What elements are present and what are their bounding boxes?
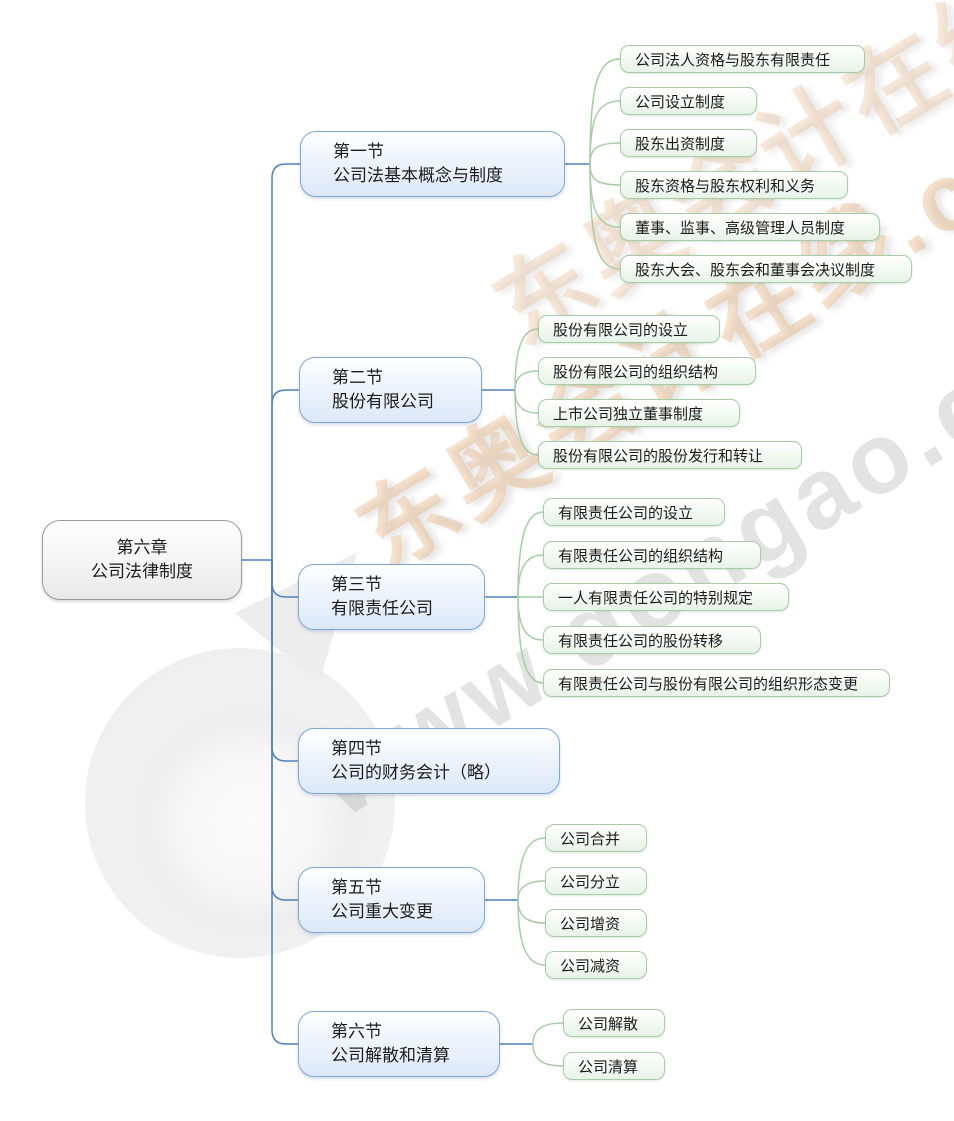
section-title-line2: 公司解散和清算 xyxy=(331,1046,450,1065)
section-node-3[interactable]: 第三节 有限责任公司 xyxy=(298,564,485,630)
section-node-1[interactable]: 第一节 公司法基本概念与制度 xyxy=(300,131,565,197)
leaf-label: 有限责任公司的组织结构 xyxy=(558,547,724,565)
leaf-node[interactable]: 公司减资 xyxy=(545,951,647,979)
section-node-2[interactable]: 第二节 股份有限公司 xyxy=(299,357,482,423)
leaf-node[interactable]: 公司法人资格与股东有限责任 xyxy=(620,45,865,73)
leaf-node[interactable]: 公司增资 xyxy=(545,909,647,937)
leaf-node[interactable]: 股东资格与股东权利和义务 xyxy=(620,171,848,199)
root-title-line1: 第六章 xyxy=(116,538,168,558)
leaf-label: 公司增资 xyxy=(560,915,621,933)
section-node-5[interactable]: 第五节 公司重大变更 xyxy=(298,867,485,933)
leaf-node[interactable]: 股东出资制度 xyxy=(620,129,757,157)
leaf-node[interactable]: 董事、监事、高级管理人员制度 xyxy=(620,213,880,241)
green-leaf-lines xyxy=(514,58,621,1067)
leaf-label: 上市公司独立董事制度 xyxy=(553,405,704,423)
section-title-line1: 第四节 xyxy=(331,739,382,759)
leaf-node[interactable]: 股份有限公司的设立 xyxy=(538,315,720,343)
root-node-chapter[interactable]: 第六章 公司法律制度 xyxy=(42,520,242,600)
leaf-label: 股份有限公司的股份发行和转让 xyxy=(553,447,764,465)
section-title-line1: 第三节 xyxy=(331,575,382,595)
leaf-label: 公司法人资格与股东有限责任 xyxy=(635,51,831,69)
section-title-line1: 第二节 xyxy=(332,368,383,388)
leaf-node[interactable]: 有限责任公司的股份转移 xyxy=(543,626,761,654)
section-title-line2: 股份有限公司 xyxy=(332,392,434,411)
leaf-label: 公司清算 xyxy=(578,1058,639,1076)
root-title-line2: 公司法律制度 xyxy=(91,562,193,581)
leaf-node[interactable]: 公司合并 xyxy=(545,824,647,852)
leaf-node[interactable]: 股份有限公司的股份发行和转让 xyxy=(538,441,802,469)
leaf-label: 有限责任公司的设立 xyxy=(558,504,694,522)
leaf-label: 董事、监事、高级管理人员制度 xyxy=(635,219,846,237)
section-title-line1: 第六节 xyxy=(331,1022,382,1042)
section-title-line1: 第一节 xyxy=(333,142,384,162)
section-node-6[interactable]: 第六节 公司解散和清算 xyxy=(298,1011,500,1077)
leaf-label: 公司合并 xyxy=(560,830,621,848)
leaf-label: 股东资格与股东权利和义务 xyxy=(635,177,816,195)
leaf-label: 股东大会、股东会和董事会决议制度 xyxy=(635,261,876,279)
leaf-label: 公司解散 xyxy=(578,1015,639,1033)
section-title-line1: 第五节 xyxy=(331,878,382,898)
leaf-label: 股东出资制度 xyxy=(635,135,726,153)
leaf-node[interactable]: 公司设立制度 xyxy=(620,87,757,115)
section-title-line2: 公司法基本概念与制度 xyxy=(333,166,503,185)
leaf-node[interactable]: 公司清算 xyxy=(563,1052,665,1080)
leaf-node[interactable]: 有限责任公司与股份有限公司的组织形态变更 xyxy=(543,669,890,697)
section-node-4[interactable]: 第四节 公司的财务会计（略） xyxy=(298,728,560,794)
leaf-label: 股份有限公司的组织结构 xyxy=(553,363,719,381)
leaf-label: 公司设立制度 xyxy=(635,93,726,111)
section-title-line2: 公司的财务会计（略） xyxy=(331,763,501,782)
leaf-node[interactable]: 有限责任公司的组织结构 xyxy=(543,541,761,569)
leaf-node[interactable]: 股东大会、股东会和董事会决议制度 xyxy=(620,255,912,283)
leaf-label: 有限责任公司与股份有限公司的组织形态变更 xyxy=(558,675,859,693)
leaf-label: 公司减资 xyxy=(560,957,621,975)
leaf-node[interactable]: 上市公司独立董事制度 xyxy=(538,399,740,427)
section-title-line2: 公司重大变更 xyxy=(331,902,433,921)
leaf-node[interactable]: 公司解散 xyxy=(563,1009,665,1037)
leaf-node[interactable]: 股份有限公司的组织结构 xyxy=(538,357,756,385)
leaf-node[interactable]: 一人有限责任公司的特别规定 xyxy=(543,583,789,611)
leaf-label: 有限责任公司的股份转移 xyxy=(558,632,724,650)
leaf-label: 股份有限公司的设立 xyxy=(553,321,689,339)
leaf-label: 一人有限责任公司的特别规定 xyxy=(558,589,754,607)
leaf-label: 公司分立 xyxy=(560,873,621,891)
leaf-node[interactable]: 有限责任公司的设立 xyxy=(543,498,725,526)
leaf-node[interactable]: 公司分立 xyxy=(545,867,647,895)
section-title-line2: 有限责任公司 xyxy=(331,599,433,618)
